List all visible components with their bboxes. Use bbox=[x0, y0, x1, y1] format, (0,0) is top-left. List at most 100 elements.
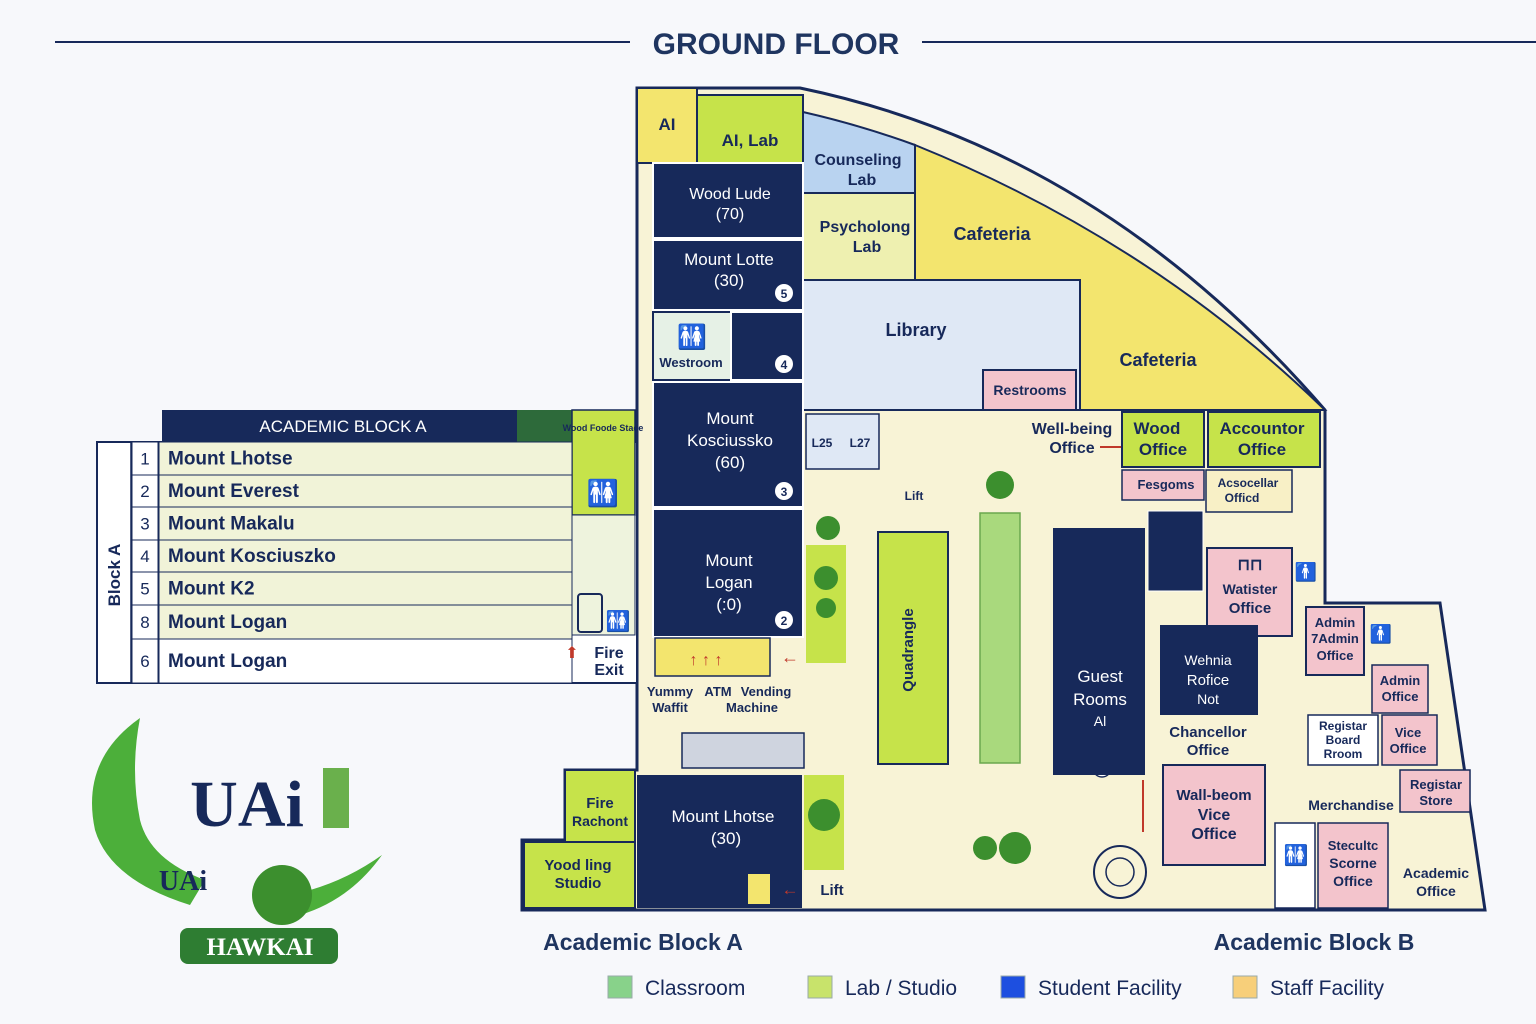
restroom-people-icon: 🚻 bbox=[1284, 843, 1309, 867]
block-a-header-label: ACADEMIC BLOCK A bbox=[259, 417, 427, 436]
table-row[interactable] bbox=[158, 638, 573, 684]
room-127-label: L27 bbox=[850, 436, 871, 450]
wellbeom-line3: Office bbox=[1191, 826, 1236, 843]
person-icon: 🚹 bbox=[1295, 561, 1317, 582]
room-restroom-b[interactable] bbox=[1274, 822, 1316, 909]
room-wellness-office[interactable] bbox=[1160, 625, 1258, 715]
mount-lotte-line1: Mount Lotte bbox=[684, 250, 774, 269]
lift-box[interactable] bbox=[805, 413, 880, 470]
legend-swatch bbox=[807, 975, 833, 999]
room-ai[interactable] bbox=[636, 87, 698, 164]
legend-label: Student Facility bbox=[1038, 977, 1182, 1000]
room-admin-office-2[interactable] bbox=[1371, 664, 1429, 714]
block-a-header-accent bbox=[517, 410, 572, 442]
fire-rachont-line1: Fire bbox=[586, 795, 614, 812]
fire-exit-line1: Fire bbox=[594, 645, 623, 662]
room-mount-lhotse[interactable] bbox=[637, 775, 802, 908]
table-row[interactable] bbox=[158, 571, 573, 606]
fire-exit-line2: Exit bbox=[594, 662, 624, 679]
wellness-line3: Not bbox=[1197, 691, 1219, 707]
logo-sub-text: UAi bbox=[159, 866, 207, 897]
room-ai-lab[interactable] bbox=[696, 94, 804, 164]
table-row-num-cell bbox=[131, 506, 159, 541]
logo-mark-icon bbox=[323, 768, 349, 828]
registrar-board-line2: Board bbox=[1326, 733, 1361, 747]
badge-3: 3 bbox=[781, 485, 788, 499]
table-row-number: 4 bbox=[140, 547, 149, 566]
library-label: Library bbox=[885, 320, 946, 340]
tree-icon bbox=[816, 516, 840, 540]
guest-rooms-line2: Rooms bbox=[1073, 690, 1127, 709]
logo-banner bbox=[180, 928, 338, 964]
security-line2: Scorne bbox=[1329, 855, 1377, 871]
table-row[interactable] bbox=[158, 441, 573, 476]
legend-label: Staff Facility bbox=[1270, 977, 1384, 1000]
security-line1: Stecultc bbox=[1328, 838, 1379, 853]
logo-main-text: UAi bbox=[190, 768, 304, 841]
admin1-line1: Admin bbox=[1315, 615, 1356, 630]
room-cafeteria[interactable] bbox=[914, 143, 1328, 411]
room-wood-ling-studio[interactable] bbox=[523, 841, 636, 909]
wood-lodge-line2: (70) bbox=[716, 206, 744, 223]
badge-circle bbox=[775, 284, 793, 302]
yummy-line2: Waffit bbox=[652, 700, 688, 715]
staircase-icon bbox=[681, 732, 805, 769]
room-accountor-office[interactable] bbox=[1207, 411, 1321, 468]
restroom-sign-icon: ⊓⊓ bbox=[1238, 557, 1263, 574]
studio-line2: Studio bbox=[555, 875, 602, 892]
left-arrow-icon: ← bbox=[781, 647, 799, 667]
merchandise-label: Merchandise bbox=[1308, 797, 1394, 813]
lift-marker bbox=[748, 874, 770, 904]
tree-icon bbox=[973, 836, 997, 860]
spiral-stair-inner bbox=[1105, 857, 1135, 887]
admin2-line2: Office bbox=[1382, 689, 1419, 704]
room-wellbeom-vice[interactable] bbox=[1162, 764, 1266, 866]
atm-label: ATM bbox=[704, 684, 731, 699]
vending-area[interactable] bbox=[654, 637, 771, 677]
psych-lab-line1: Psycholong bbox=[820, 219, 911, 236]
room-registrar-store[interactable] bbox=[1399, 769, 1471, 813]
wood-office-line1: Wood bbox=[1134, 419, 1181, 438]
room-westroom[interactable] bbox=[652, 311, 732, 381]
side-cells bbox=[571, 514, 636, 636]
quadrangle[interactable] bbox=[877, 531, 949, 765]
table-row-name: Mount Kosciuszko bbox=[168, 546, 336, 567]
table-row[interactable] bbox=[158, 474, 573, 508]
psych-lab-line2: Lab bbox=[853, 239, 882, 256]
room-wood-office[interactable] bbox=[1121, 411, 1205, 468]
wood-stace-label: Wood Foode Stace bbox=[563, 423, 644, 433]
restroom-people-icon: 🚻 bbox=[606, 609, 631, 633]
room-watister-office[interactable] bbox=[1206, 547, 1293, 637]
room-security-office[interactable] bbox=[1317, 822, 1389, 909]
room-fesgoms[interactable] bbox=[1121, 469, 1205, 501]
room-vice-office[interactable] bbox=[1381, 714, 1438, 766]
chancellor-line1: Chancellor bbox=[1169, 724, 1247, 741]
studio-line1: Yood ling bbox=[544, 857, 611, 874]
watister-line2: Office bbox=[1229, 600, 1272, 617]
room-associate-office[interactable] bbox=[1205, 469, 1293, 513]
wellbeom-line1: Wall-beom bbox=[1176, 787, 1251, 804]
table-row[interactable] bbox=[158, 506, 573, 541]
wellbeing-line1: Well-being bbox=[1032, 421, 1113, 438]
fire-exit-icon: ⬆ bbox=[565, 645, 578, 662]
admin1-line3: Office bbox=[1317, 648, 1354, 663]
vending-line2: Machine bbox=[726, 700, 778, 715]
room-restrooms[interactable] bbox=[982, 369, 1077, 411]
room-navy-small[interactable] bbox=[730, 311, 804, 381]
room-wood-lodge[interactable] bbox=[652, 162, 804, 239]
logan-line1: Mount bbox=[705, 551, 753, 570]
restroom-people-icon: 🚻 bbox=[587, 478, 619, 508]
guest-rooms-line1: Guest bbox=[1077, 667, 1123, 686]
room-psych-lab[interactable] bbox=[802, 192, 916, 281]
wellbeing-line2: Office bbox=[1049, 440, 1094, 457]
room-admin-office-1[interactable] bbox=[1305, 606, 1365, 676]
room-registrar-board[interactable] bbox=[1307, 714, 1379, 766]
table-row[interactable] bbox=[158, 604, 573, 640]
table-row-num-cell bbox=[131, 604, 159, 640]
wood-lodge-line1: Wood Lude bbox=[689, 186, 771, 203]
room-wood-foode-stace[interactable] bbox=[571, 409, 636, 516]
room-guest-rooms[interactable] bbox=[1053, 528, 1145, 775]
accountor-line1: Accountor bbox=[1220, 419, 1305, 438]
kosciussko-line1: Mount bbox=[706, 409, 754, 428]
